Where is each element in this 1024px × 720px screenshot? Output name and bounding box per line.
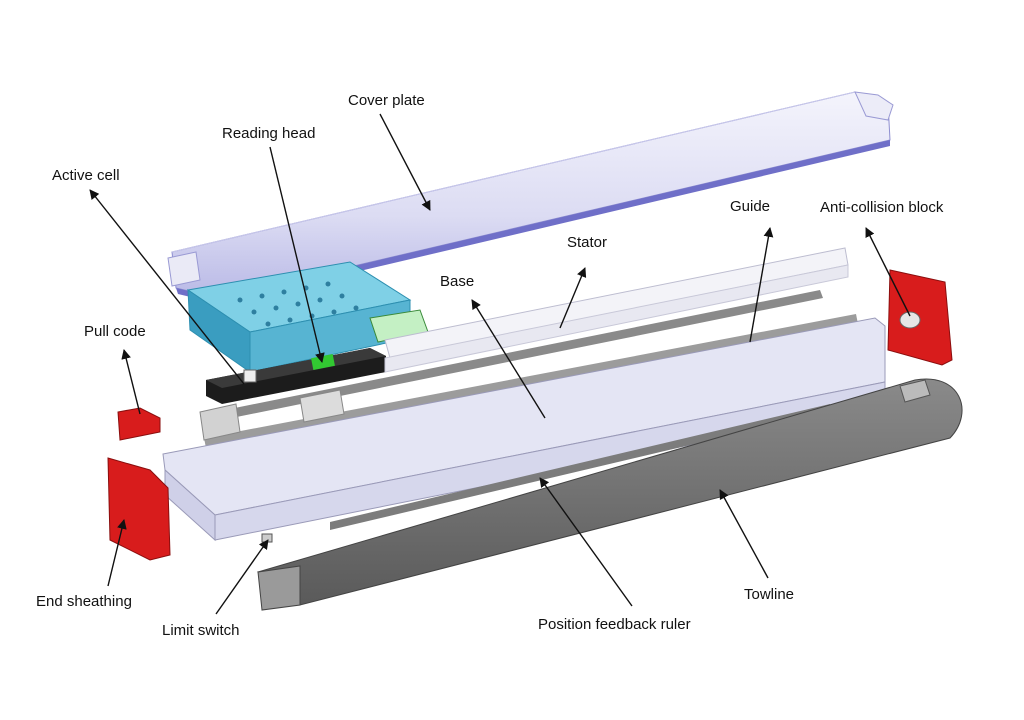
arrow-active-cell	[89, 189, 245, 385]
arrow-end-sheathing	[107, 519, 127, 587]
arrow-limit-switch	[215, 539, 269, 615]
cover-plate	[167, 91, 894, 304]
leader-arrows	[89, 113, 911, 615]
label-active-cell: Active cell	[52, 167, 120, 184]
label-guide: Guide	[730, 198, 771, 215]
arrow-position-feedback	[539, 477, 633, 607]
label-stator: Stator	[567, 234, 608, 251]
arrow-reading-head	[269, 146, 325, 363]
arrow-anti-collision	[865, 227, 911, 317]
label-base: Base	[440, 273, 475, 290]
arrow-pull-code	[121, 349, 141, 415]
base	[162, 317, 886, 542]
label-position-feedback-ruler: Position feedback ruler	[538, 616, 691, 633]
arrow-cover-plate	[379, 113, 431, 211]
arrow-base	[471, 299, 546, 419]
label-cover-plate: Cover plate	[348, 92, 425, 109]
anti-collision-block	[887, 269, 953, 366]
pull-code-part	[117, 407, 161, 441]
arrow-stator	[559, 267, 587, 329]
label-pull-code: Pull code	[84, 323, 146, 340]
label-towline: Towline	[744, 586, 795, 603]
label-reading-head: Reading head	[222, 125, 316, 142]
arrow-guide	[749, 227, 774, 343]
towline	[256, 378, 963, 611]
arrow-towline	[719, 489, 769, 579]
end-sheathing-part	[107, 457, 171, 561]
label-anti-collision-block: Anti-collision block	[820, 199, 944, 216]
active-cell-assembly	[186, 261, 429, 404]
label-limit-switch: Limit switch	[162, 622, 240, 639]
label-end-sheathing: End sheathing	[36, 593, 132, 610]
